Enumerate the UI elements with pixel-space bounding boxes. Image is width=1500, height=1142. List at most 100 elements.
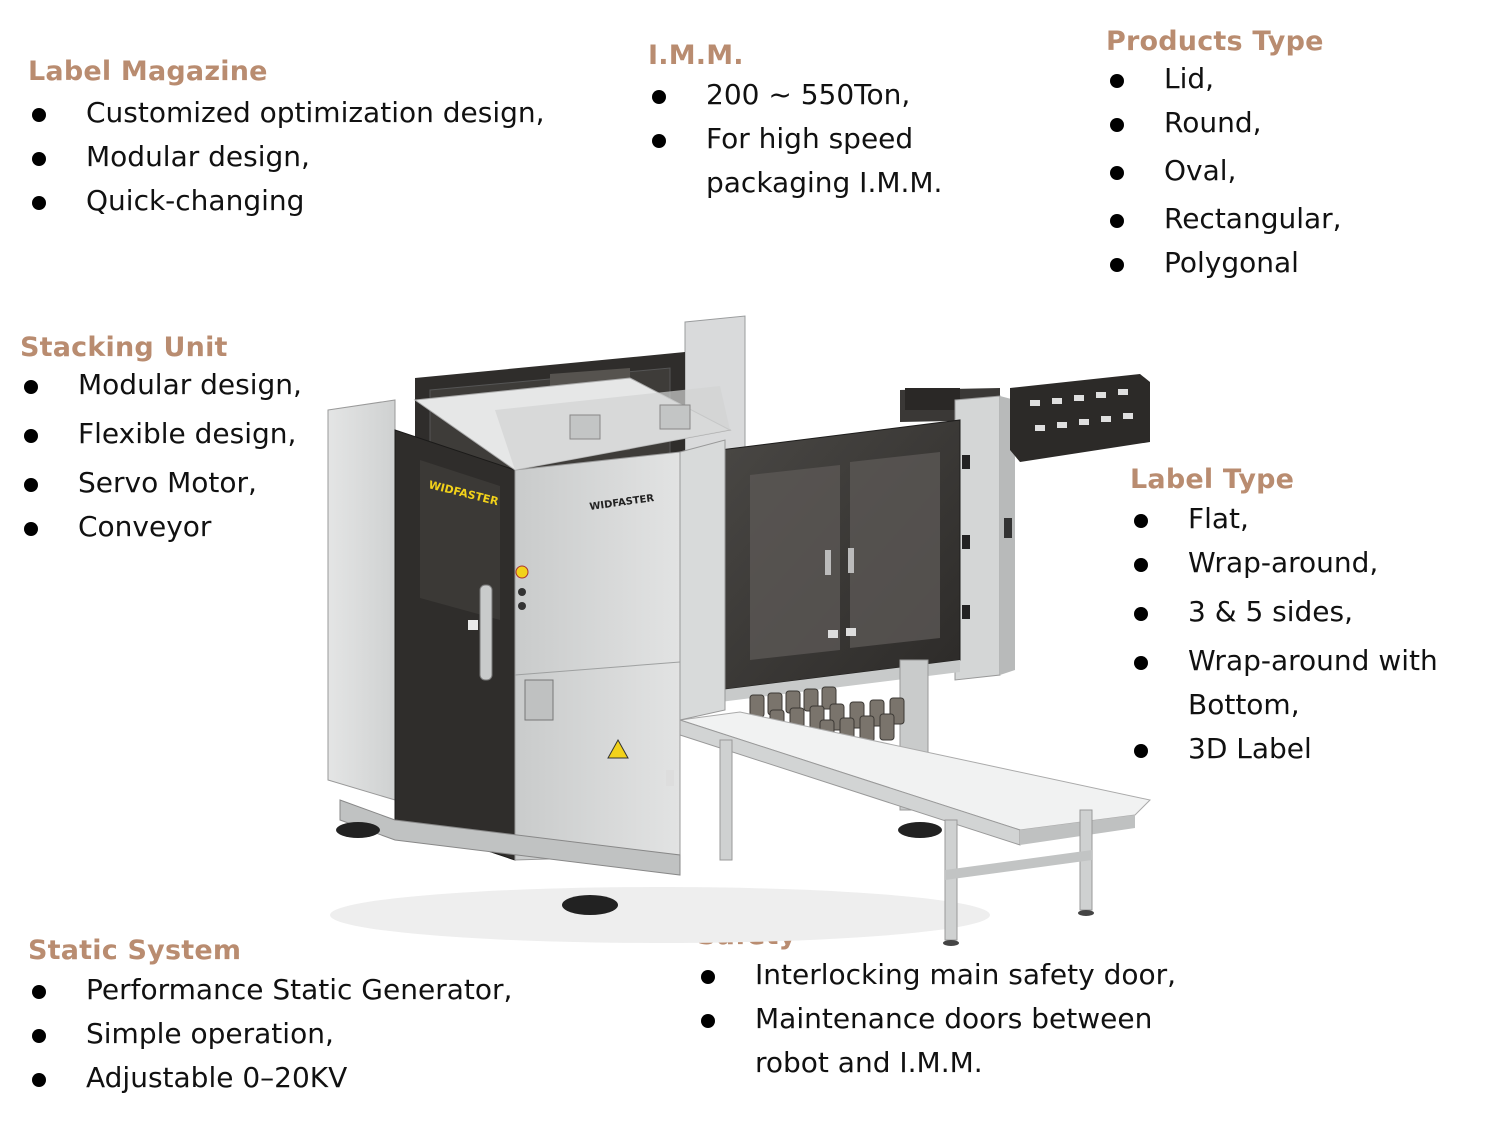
item-text: Maintenance doors between [755, 1002, 1153, 1035]
bullet-icon [24, 429, 38, 443]
list-item: Maintenance doors between robot and I.M.M… [697, 997, 1176, 1085]
section-title: Label Type [1130, 464, 1295, 495]
section-title: Stacking Unit [20, 332, 228, 363]
list-item: Modular design, [28, 135, 545, 179]
section-title: Static System [28, 935, 242, 966]
section-products-type: Products Type Lid, Round, Oval, Rectangu… [1106, 26, 1342, 285]
item-list: Lid, Round, Oval, Rectangular, Polygonal [1106, 57, 1342, 285]
item-text: 200 ~ 550Ton, [706, 78, 911, 111]
bullet-icon [1110, 214, 1124, 228]
item-continuation: robot and I.M.M. [755, 1046, 983, 1079]
section-title: Products Type [1106, 26, 1324, 57]
list-item: Flexible design, [20, 412, 302, 456]
item-text: Polygonal [1164, 246, 1299, 279]
item-text: Oval, [1164, 154, 1237, 187]
bullet-icon [32, 1029, 46, 1043]
item-text: Wrap-around, [1188, 546, 1379, 579]
bullet-icon [701, 970, 715, 984]
bullet-icon [1134, 656, 1148, 670]
item-list: Interlocking main safety door, Maintenan… [697, 953, 1176, 1085]
list-item: Round, [1106, 101, 1342, 145]
bullet-icon [32, 152, 46, 166]
item-text: Round, [1164, 106, 1262, 139]
item-continuation: packaging I.M.M. [706, 166, 943, 199]
item-text: Wrap-around with [1188, 644, 1438, 677]
section-safety: Safety Interlocking main safety door, Ma… [697, 920, 1176, 1085]
list-item: Flat, [1130, 497, 1438, 541]
bullet-icon [32, 1073, 46, 1087]
list-item: Adjustable 0–20KV [28, 1056, 512, 1100]
bullet-icon [32, 196, 46, 210]
section-imm: I.M.M. 200 ~ 550Ton, For high speed packa… [648, 40, 942, 205]
list-item: 200 ~ 550Ton, [648, 73, 942, 117]
item-text: Modular design, [78, 368, 302, 401]
item-text: Interlocking main safety door, [755, 958, 1177, 991]
item-text: Rectangular, [1164, 202, 1342, 235]
item-text: Conveyor [78, 510, 212, 543]
bullet-icon [1110, 166, 1124, 180]
list-item: Performance Static Generator, [28, 968, 512, 1012]
item-text: Adjustable 0–20KV [86, 1061, 348, 1094]
list-item: Customized optimization design, [28, 91, 545, 135]
list-item: Simple operation, [28, 1012, 512, 1056]
item-list: Customized optimization design, Modular … [28, 91, 545, 223]
section-label-magazine: Label Magazine Customized optimization d… [28, 56, 545, 223]
bullet-icon [24, 380, 38, 394]
list-item: Quick-changing [28, 179, 545, 223]
bullet-icon [24, 522, 38, 536]
bullet-icon [652, 134, 666, 148]
machine-illustration: WIDFASTER WIDFASTER [327, 315, 1152, 946]
bullet-icon [1110, 74, 1124, 88]
list-item: Modular design, [20, 363, 302, 407]
list-item: 3 & 5 sides, [1130, 590, 1438, 634]
bullet-icon [1110, 118, 1124, 132]
bullet-icon [1134, 558, 1148, 572]
output-conveyor [679, 711, 1152, 946]
section-title: Label Magazine [28, 56, 268, 87]
list-item: Wrap-around, [1130, 541, 1438, 585]
item-text: Performance Static Generator, [86, 973, 513, 1006]
item-text: 3 & 5 sides, [1188, 595, 1354, 628]
item-text: 3D Label [1188, 732, 1312, 765]
list-item: Interlocking main safety door, [697, 953, 1176, 997]
bullet-icon [1134, 607, 1148, 621]
list-item: Lid, [1106, 57, 1342, 101]
item-list: Flat, Wrap-around, 3 & 5 sides, Wrap-aro… [1130, 497, 1438, 771]
bullet-icon [1110, 258, 1124, 272]
item-text: For high speed [706, 122, 914, 155]
section-static-system: Static System Performance Static Generat… [28, 935, 512, 1100]
bullet-icon [701, 1014, 715, 1028]
item-list: Performance Static Generator, Simple ope… [28, 968, 512, 1100]
bullet-icon [652, 90, 666, 104]
list-item: Polygonal [1106, 241, 1342, 285]
item-continuation: Bottom, [1188, 688, 1300, 721]
item-text: Simple operation, [86, 1017, 334, 1050]
stacked-cups [749, 686, 905, 747]
bullet-icon [24, 478, 38, 492]
item-text: Modular design, [86, 140, 310, 173]
list-item: For high speed packaging I.M.M. [648, 117, 942, 205]
item-text: Customized optimization design, [86, 96, 545, 129]
list-item: Rectangular, [1106, 197, 1342, 241]
list-item: Oval, [1106, 149, 1342, 193]
bullet-icon [32, 108, 46, 122]
item-text: Lid, [1164, 62, 1215, 95]
floor-shadow [330, 887, 990, 943]
section-stacking-unit: Stacking Unit Modular design, Flexible d… [20, 332, 302, 549]
section-label-type: Label Type Flat, Wrap-around, 3 & 5 side… [1130, 464, 1438, 771]
item-list: 200 ~ 550Ton, For high speed packaging I.… [648, 73, 942, 205]
list-item: 3D Label [1130, 727, 1438, 771]
item-text: Quick-changing [86, 184, 305, 217]
list-item: Servo Motor, [20, 461, 302, 505]
bullet-icon [1134, 514, 1148, 528]
item-list: Modular design, Flexible design, Servo M… [20, 363, 302, 549]
gripper-tool [1010, 374, 1150, 462]
item-text: Flat, [1188, 502, 1249, 535]
section-title: I.M.M. [648, 40, 744, 71]
main-cabinet [327, 377, 942, 915]
list-item: Conveyor [20, 505, 302, 549]
bullet-icon [1134, 744, 1148, 758]
bullet-icon [32, 985, 46, 999]
item-text: Flexible design, [78, 417, 297, 450]
